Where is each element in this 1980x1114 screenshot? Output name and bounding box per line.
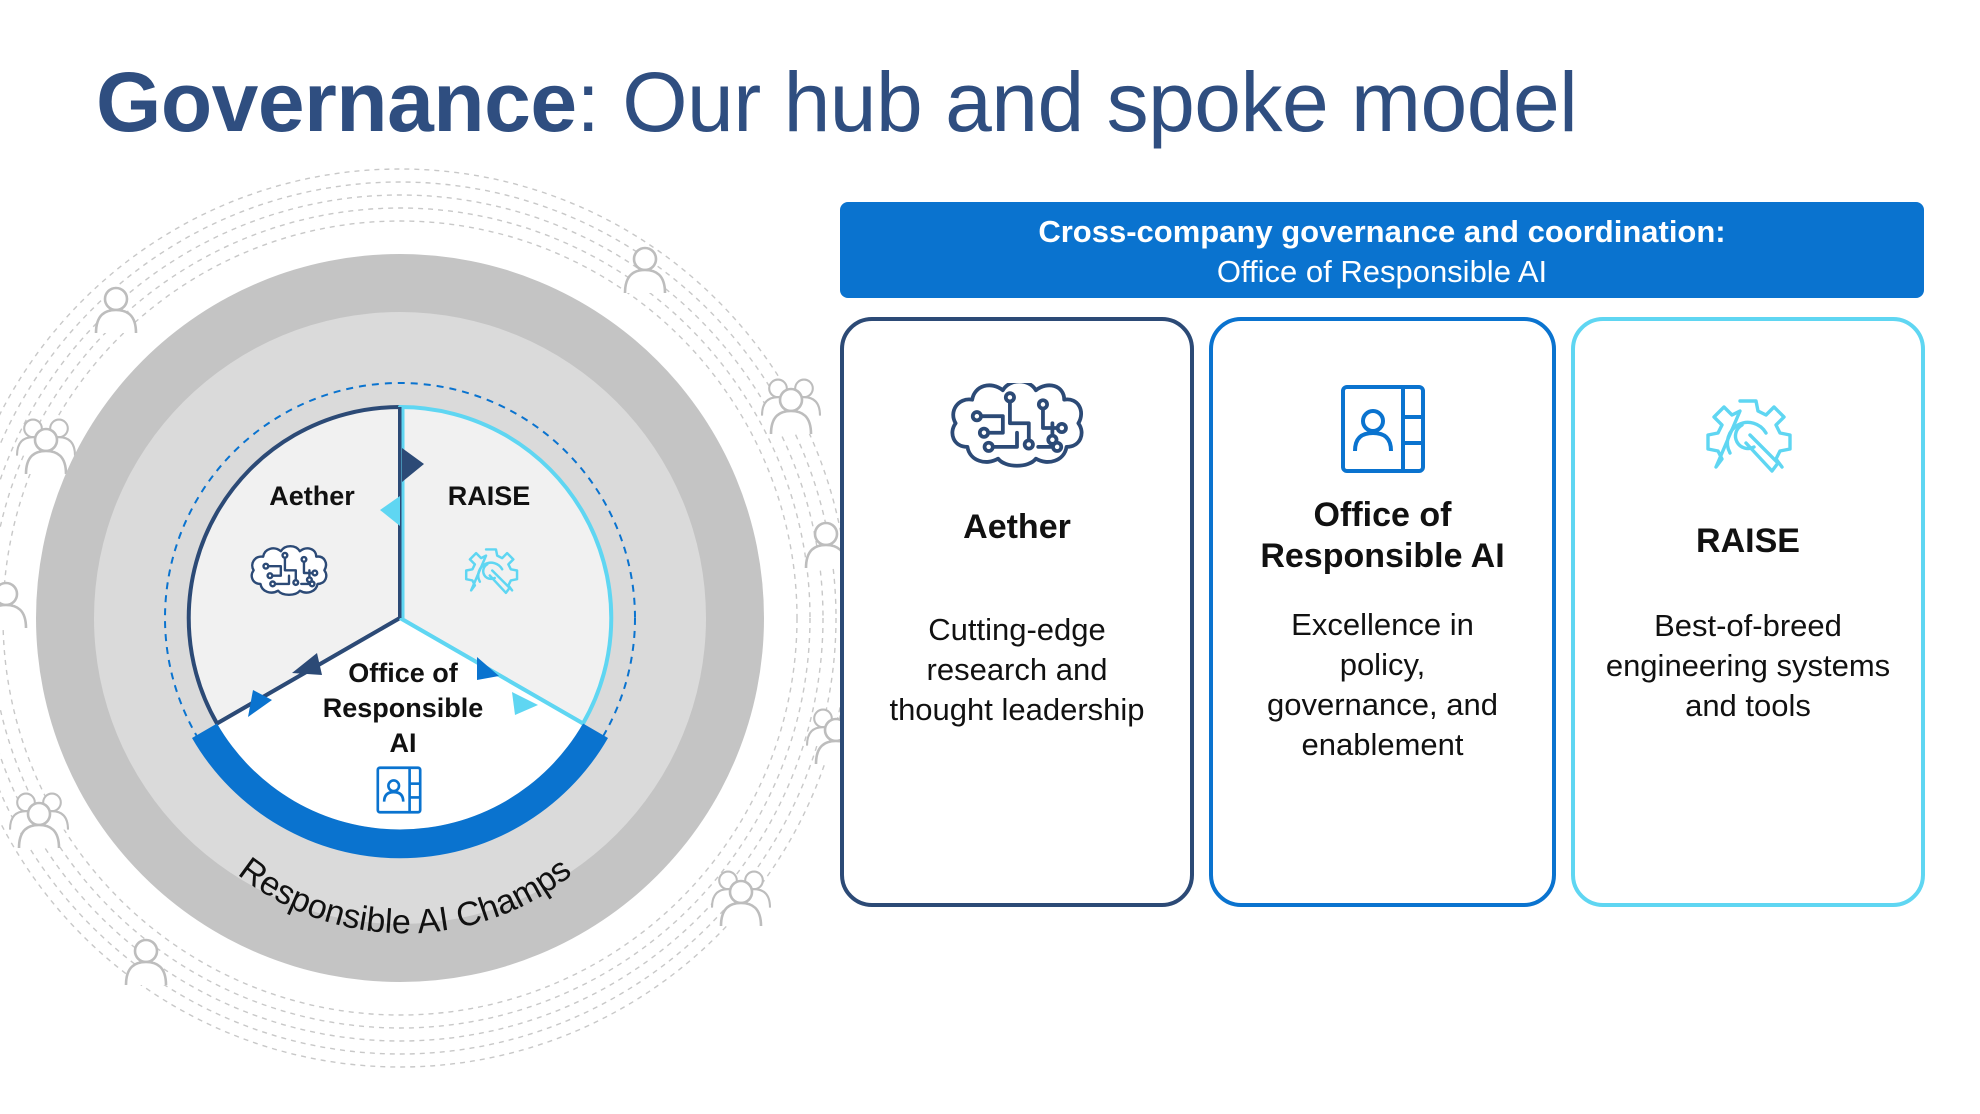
card-desc-line: Excellence in [1291,607,1474,642]
card-desc-line: thought leadership [889,692,1145,727]
arrow-raise-to-office-2 [512,692,538,715]
office-of-responsible-ai-card: Office of Responsible AI Excellence in p… [1209,317,1556,907]
card-icon-wrap [1213,381,1552,477]
gear-wrench-icon [1706,399,1792,473]
office-card-title: Office of Responsible AI [1213,495,1552,577]
brain-circuit-icon [950,383,1084,468]
banner-subtitle: Office of Responsible AI [1216,254,1548,289]
card-desc-line: research and [926,652,1108,687]
arrow-raise-to-office-1 [477,657,499,680]
card-desc-line: policy, [1339,647,1426,682]
sector-label-office-line1: Office of [348,658,459,688]
flow-arrows [248,448,538,717]
office-card-description: Excellence in policy, governance, and en… [1223,605,1542,765]
card-title-line: Aether [963,508,1071,546]
banner-title: Cross-company governance and coordinatio… [1038,214,1726,249]
arrow-aether-to-raise [402,448,424,482]
page-title: Governance: Our hub and spoke model [96,52,1578,152]
brain-circuit-icon [250,544,328,596]
card-icon-wrap [1575,391,1921,487]
raise-card-description: Best-of-breed engineering systems and to… [1585,606,1911,726]
sector-office-blue-band [192,723,608,859]
card-desc-line: governance, and [1267,687,1498,722]
sector-label-raise: RAISE [448,481,531,511]
raise-card-title: RAISE [1575,521,1921,562]
title-rest: : Our hub and spoke model [576,55,1578,149]
card-icon-wrap [844,383,1190,473]
card-desc-line: engineering systems [1605,648,1891,683]
hub-sectors [186,404,614,859]
sector-raise [398,404,614,726]
title-bold: Governance [96,55,577,149]
aether-card: Aether Cutting-edge research and thought… [840,317,1194,907]
sector-label-aether: Aether [269,481,355,511]
hub-spoke-diagram: Aether RAISE Office of Responsible AI Re… [0,168,880,1068]
card-desc-line: and tools [1685,688,1811,723]
raise-card: RAISE Best-of-breed engineering systems … [1571,317,1925,907]
aether-card-title: Aether [844,507,1190,548]
card-desc-line: Cutting-edge [928,612,1106,647]
arrow-raise-to-aether [380,496,400,526]
card-title-line: RAISE [1696,522,1800,560]
card-desc-line: Best-of-breed [1654,608,1842,643]
arrow-aether-to-office-2 [248,690,272,717]
card-title-line: Office of [1313,496,1452,534]
card-desc-line: enablement [1301,727,1464,762]
contact-card-icon [1340,385,1425,473]
card-title-line: Responsible AI [1260,537,1505,575]
governance-banner: Cross-company governance and coordinatio… [840,202,1924,298]
aether-card-description: Cutting-edge research and thought leader… [854,610,1180,730]
sector-label-office-line3: AI [390,728,417,758]
arrow-aether-to-office-1 [292,653,322,675]
sector-label-office-line2: Responsible [323,693,484,723]
